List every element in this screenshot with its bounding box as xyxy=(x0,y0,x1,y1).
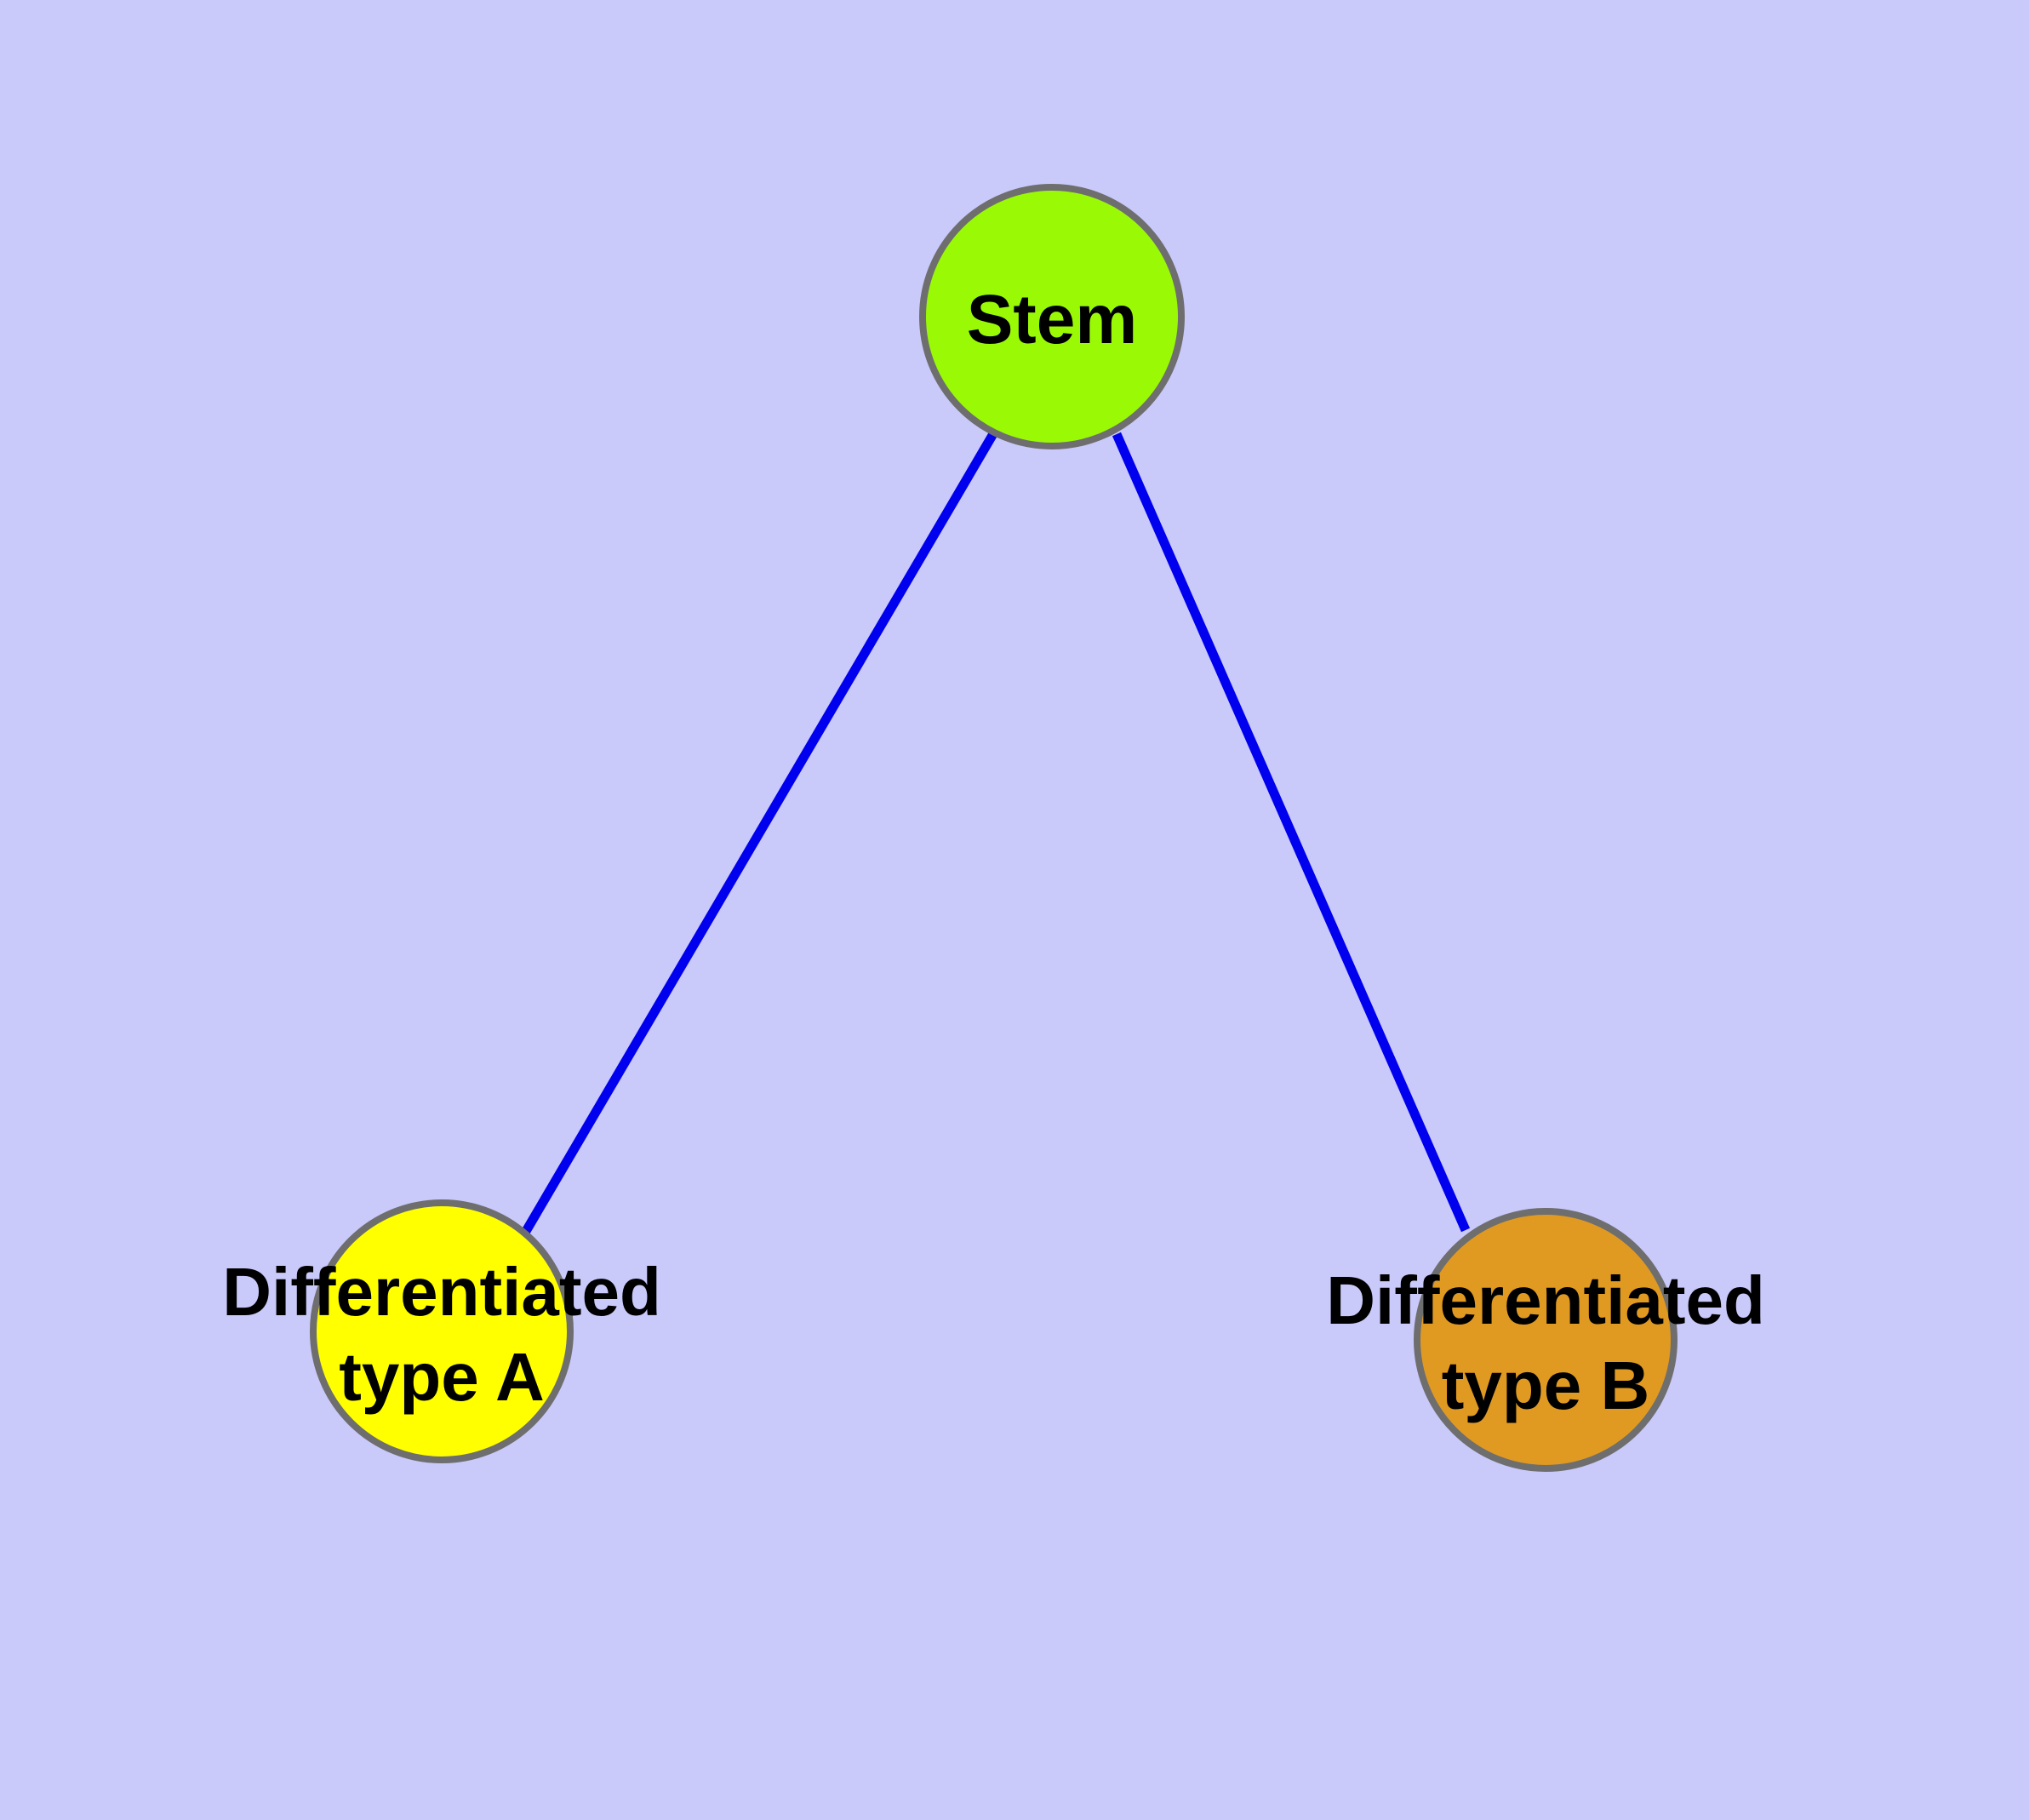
node-diff-a-label-line1: Differentiated xyxy=(222,1254,661,1330)
node-diff-b-label-line1: Differentiated xyxy=(1326,1262,1765,1338)
node-diff-b[interactable] xyxy=(1414,1208,1677,1472)
node-stem-circle[interactable] xyxy=(919,184,1185,449)
node-diff-a-label-line2: type A xyxy=(339,1339,545,1415)
label-layer: Stem Differentiated type A Differentiate… xyxy=(222,281,1765,1423)
node-diff-a-circle[interactable] xyxy=(310,1199,574,1463)
edge-stem-to-diff-b[interactable] xyxy=(1112,432,1471,1233)
edge-stem-to-diff-a[interactable] xyxy=(521,430,998,1235)
node-layer xyxy=(310,184,1677,1472)
node-diff-b-circle[interactable] xyxy=(1414,1208,1677,1472)
node-diff-a[interactable] xyxy=(310,1199,574,1463)
node-diff-b-label-line2: type B xyxy=(1442,1348,1650,1423)
node-stem-label: Stem xyxy=(967,281,1138,358)
node-stem[interactable] xyxy=(919,184,1185,449)
edge-layer xyxy=(521,430,1471,1235)
